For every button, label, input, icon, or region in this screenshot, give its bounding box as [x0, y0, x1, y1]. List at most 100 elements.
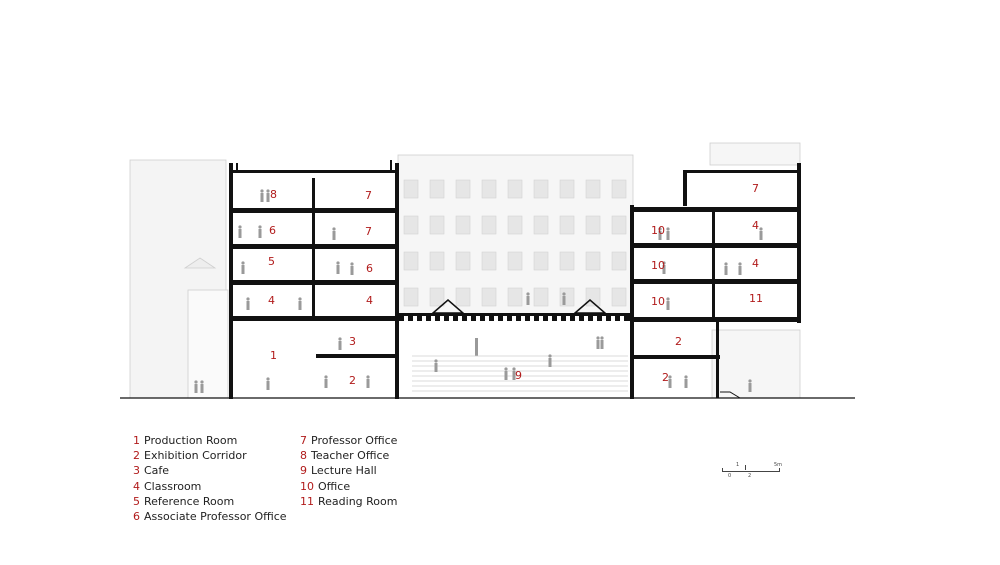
person-silhouette [526, 292, 530, 305]
legend-number: 4 [133, 479, 140, 493]
window [429, 215, 445, 235]
window [403, 287, 419, 307]
person-silhouette [332, 227, 336, 240]
background-windows [403, 179, 627, 307]
label-lecture-hall: 9 [515, 369, 522, 382]
bridge-opening [494, 316, 498, 321]
bridge-opening [440, 316, 444, 321]
legend-item: 2 Exhibition Corridor [133, 448, 287, 463]
person-silhouette [260, 189, 264, 202]
person-silhouette [336, 261, 340, 274]
bridge-opening [539, 316, 543, 321]
bridge-opening [602, 316, 606, 321]
window [533, 251, 549, 271]
window [585, 215, 601, 235]
legend-number: 6 [133, 510, 140, 524]
person-silhouette [596, 336, 600, 349]
bridge [399, 299, 630, 356]
scale-bar: 1 5m 0 2 [722, 462, 792, 482]
legend-number: 2 [133, 449, 140, 463]
window [455, 179, 471, 199]
window [481, 251, 497, 271]
person-silhouette [748, 379, 752, 392]
person-silhouette [512, 367, 516, 380]
legend-label: Exhibition Corridor [144, 449, 247, 463]
person-silhouette [724, 262, 728, 275]
label-office: 10 [651, 295, 665, 308]
bridge-opening [503, 316, 507, 321]
person-silhouette [366, 375, 370, 388]
person-silhouette [241, 261, 245, 274]
window [403, 251, 419, 271]
window [585, 251, 601, 271]
legend-number: 7 [300, 434, 307, 447]
window [507, 215, 523, 235]
legend-label: Reading Room [318, 494, 398, 508]
window [429, 251, 445, 271]
bridge-opening [530, 316, 534, 321]
label-office: 10 [651, 259, 665, 272]
person-silhouette [666, 297, 670, 310]
window [403, 215, 419, 235]
bridge-opening [521, 316, 525, 321]
ground [120, 391, 855, 399]
person-silhouette [246, 297, 250, 310]
legend-number: 5 [133, 494, 140, 508]
bridge-opening [467, 316, 471, 321]
window [403, 179, 419, 199]
legend-label: Production Room [144, 434, 238, 447]
bridge-opening [404, 316, 408, 321]
label-cafe: 3 [349, 335, 356, 348]
window [559, 251, 575, 271]
window [481, 179, 497, 199]
person-silhouette [658, 227, 662, 240]
legend-number: 8 [300, 449, 307, 463]
legend-number: 11 [300, 494, 314, 508]
window [585, 287, 601, 307]
person-silhouette [504, 367, 508, 380]
person-silhouette [324, 375, 328, 388]
person-silhouette [666, 227, 670, 240]
label-teacher-office: 8 [270, 188, 277, 201]
person-silhouette [600, 336, 604, 349]
person-silhouette [238, 225, 242, 238]
person-silhouette [738, 262, 742, 275]
window [455, 215, 471, 235]
bridge-opening [413, 316, 417, 321]
scale-bar-line [722, 465, 780, 472]
bridge-opening [566, 316, 570, 321]
person-silhouette [562, 292, 566, 305]
legend-label: Lecture Hall [311, 464, 377, 478]
label-professor-office: 7 [365, 225, 372, 238]
person-silhouette [759, 227, 763, 240]
bridge-opening [422, 316, 426, 321]
person-silhouette [350, 262, 354, 275]
window [429, 179, 445, 199]
window [429, 287, 445, 307]
scale-tick-0: 0 [728, 473, 732, 479]
label-classroom: 4 [366, 294, 373, 307]
bridge-opening [458, 316, 462, 321]
person-silhouette [662, 261, 666, 274]
label-classroom: 4 [752, 257, 759, 270]
window [611, 215, 627, 235]
label-office: 10 [651, 224, 665, 237]
scale-tick-5m: 5m [774, 462, 783, 468]
window [559, 215, 575, 235]
bridge-opening [584, 316, 588, 321]
legend-item: 11 Reading Room [300, 494, 397, 509]
person-silhouette [684, 375, 688, 388]
window [533, 179, 549, 199]
person-silhouette [266, 189, 270, 202]
person-silhouette [266, 377, 270, 390]
window [533, 287, 549, 307]
label-reading-room: 11 [749, 292, 763, 305]
person-silhouette [548, 354, 552, 367]
label-professor-office: 7 [752, 182, 759, 195]
